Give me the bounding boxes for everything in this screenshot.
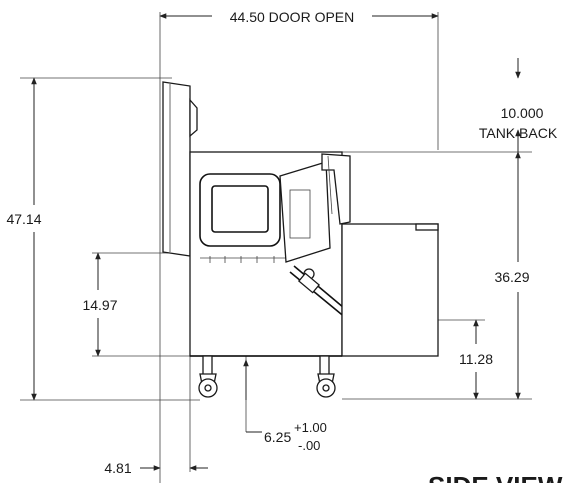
panel-ticks — [200, 256, 300, 263]
flue-cap — [189, 98, 198, 138]
view-title: SIDE VIEW — [428, 471, 563, 483]
tank-tab — [415, 223, 439, 231]
caster-front — [198, 373, 218, 398]
tank-back-label: TANK BACK — [479, 125, 558, 141]
tank-back-value: 10.000 — [501, 105, 544, 121]
front-offset-dimension: 4.81 — [104, 460, 131, 476]
dimension-lines — [31, 13, 521, 471]
overall-height-dimension: 47.14 — [6, 211, 41, 227]
door-inner-plate — [289, 189, 311, 239]
right-height-dimension: 36.29 — [494, 269, 529, 285]
arm-block — [297, 272, 321, 294]
control-panel-frame — [199, 173, 281, 247]
right-low-height-dimension: 11.28 — [459, 351, 493, 367]
fryer-side-profile — [162, 81, 439, 398]
caster-tolerance-minus: -.00 — [298, 438, 320, 453]
caster-tolerance-plus: +1.00 — [294, 420, 327, 435]
control-panel-screen — [211, 185, 269, 233]
caster-base-dimension: 6.25 — [264, 429, 291, 445]
door-open-dimension: 44.50 DOOR OPEN — [230, 9, 355, 25]
tank-rail — [321, 153, 351, 225]
open-door — [279, 161, 331, 263]
rear-flue — [162, 81, 191, 257]
tank-box — [341, 223, 439, 357]
caster-rear — [316, 373, 336, 398]
left-mid-height-dimension: 14.97 — [82, 297, 117, 313]
